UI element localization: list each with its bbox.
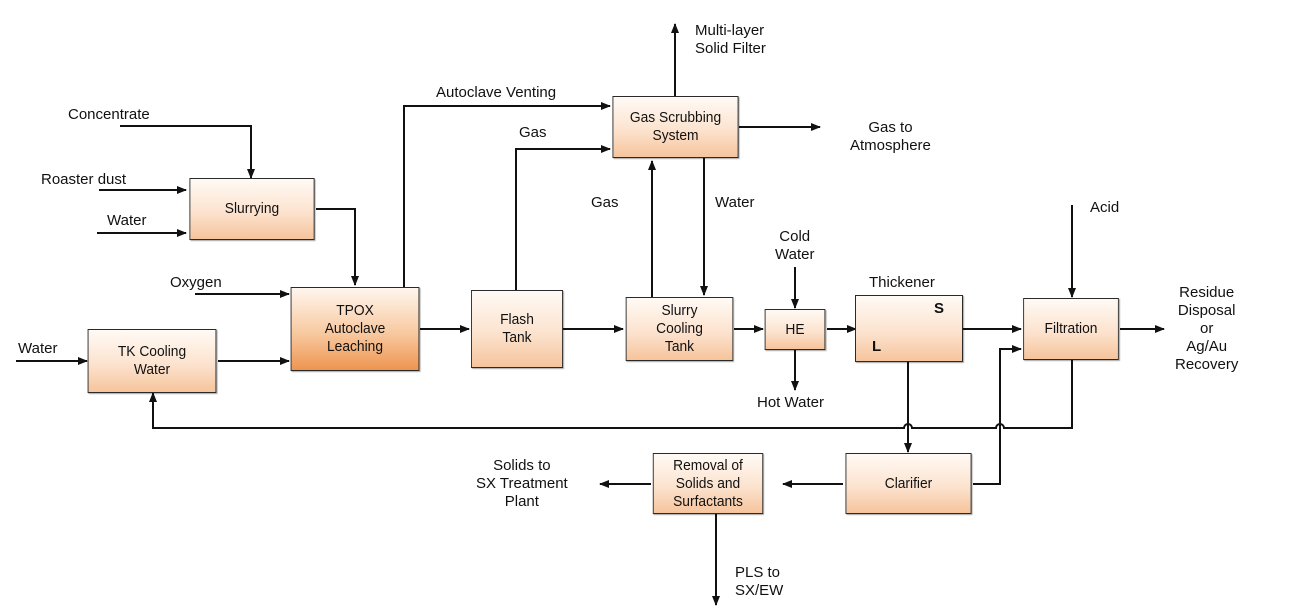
tk-cooling-label: TK Cooling Water [117, 343, 187, 378]
autoclave-venting-label: Autoclave Venting [436, 84, 557, 101]
gas-flash-label: Gas [519, 124, 547, 141]
hot-water-label: Hot Water [757, 394, 824, 411]
water-slurry-label: Water [107, 212, 147, 229]
cold-water-label: Cold Water [775, 228, 815, 263]
flash-tank-unit: Flash Tank [471, 290, 563, 368]
gas-slurry-label: Gas [591, 194, 619, 211]
gas-scrubbing-unit: Gas Scrubbing System [612, 96, 739, 158]
thickener-unit: S L [855, 295, 963, 362]
thickener-label: Thickener [869, 274, 935, 291]
slurry-cooling-tank-unit: Slurry Cooling Tank [625, 297, 734, 361]
flash-gas-line [515, 145, 611, 290]
tpox-autoclave-unit: TPOX Autoclave Leaching [290, 287, 420, 371]
thickener-solids-label: S [934, 300, 945, 317]
slurrying-unit: Slurrying [189, 178, 315, 240]
clarifier-label: Clarifier [884, 474, 933, 492]
removal-solids-unit: Removal of Solids and Surfactants [652, 453, 764, 514]
autoclave-venting-line [403, 102, 611, 287]
slurrying-to-tpox [316, 208, 359, 286]
slurrying-label: Slurrying [224, 200, 280, 217]
he-label: HE [785, 320, 805, 338]
pls-sx-ew-label: PLS to SX/EW [735, 564, 784, 599]
he-unit: HE [764, 309, 826, 350]
residue-disposal-label: Residue Disposal or Ag/Au Recovery [1175, 284, 1239, 373]
concentrate-line [120, 125, 255, 179]
gas-atmosphere-label: Gas to Atmosphere [850, 119, 931, 154]
filtration-label: Filtration [1044, 320, 1098, 337]
gas-scrubbing-label: Gas Scrubbing System [629, 109, 722, 144]
water-scrub-label: Water [715, 194, 755, 211]
thickener-liquid-label: L [872, 338, 882, 355]
flash-tank-label: Flash Tank [500, 311, 534, 346]
tpox-label: TPOX Autoclave Leaching [324, 302, 386, 355]
water-tk-label: Water [18, 340, 58, 357]
return-to-tk-line [149, 360, 1073, 429]
tk-cooling-water-unit: TK Cooling Water [87, 329, 217, 393]
clarifier-to-filtration [973, 345, 1022, 485]
acid-label: Acid [1090, 199, 1120, 216]
solids-sx-treatment-label: Solids to SX Treatment Plant [476, 457, 568, 510]
roaster-dust-label: Roaster dust [41, 171, 127, 188]
slurry-cooling-label: Slurry Cooling Tank [656, 302, 703, 355]
oxygen-label: Oxygen [170, 274, 222, 291]
clarifier-unit: Clarifier [845, 453, 972, 514]
removal-label: Removal of Solids and Surfactants [673, 456, 743, 510]
concentrate-label: Concentrate [68, 106, 150, 123]
filtration-unit: Filtration [1023, 298, 1119, 360]
multilayer-filter-label: Multi-layer Solid Filter [695, 22, 766, 57]
